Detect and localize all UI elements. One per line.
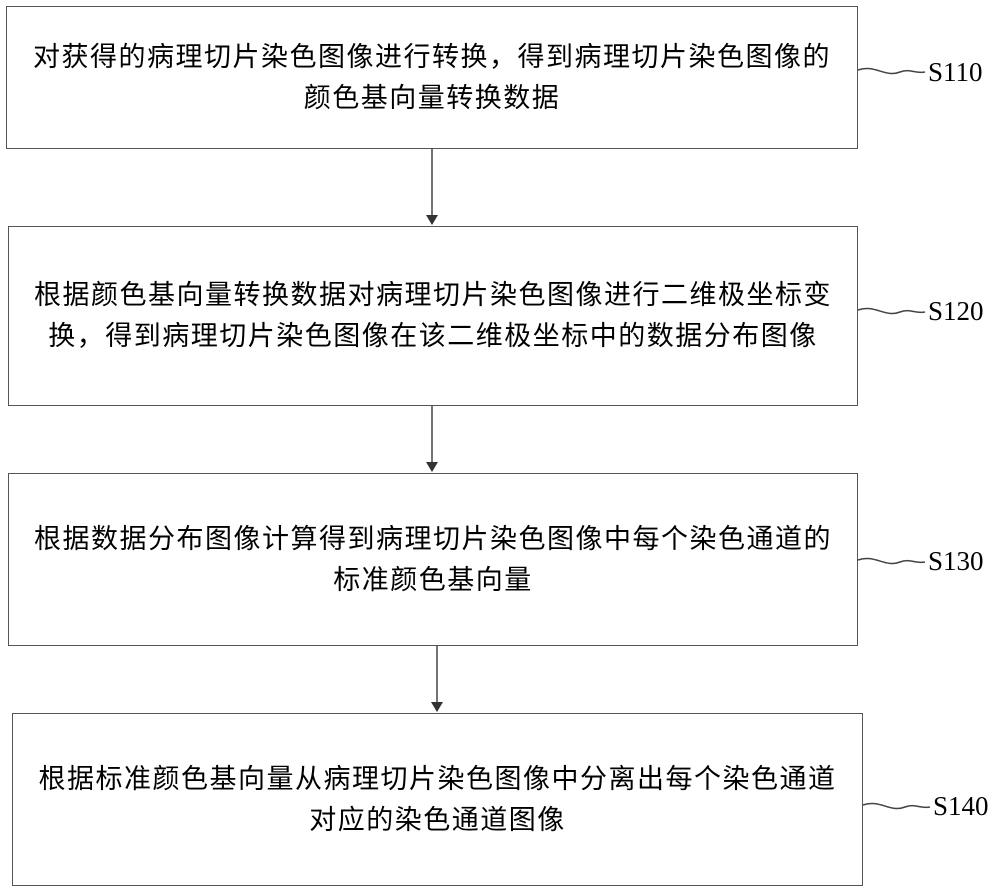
step-label-s120: S120 bbox=[928, 296, 984, 326]
step-text-s140: 根据标准颜色基向量从病理切片染色图像中分离出每个染色通道对应的染色通道图像 bbox=[38, 763, 837, 836]
leader-s140 bbox=[862, 802, 931, 810]
step-box-s120: 根据颜色基向量转换数据对病理切片染色图像进行二维极坐标变换，得到病理切片染色图像… bbox=[8, 226, 858, 406]
step-box-s110: 对获得的病理切片染色图像进行转换，得到病理切片染色图像的颜色基向量转换数据 bbox=[6, 6, 858, 149]
step-text-s110: 对获得的病理切片染色图像进行转换，得到病理切片染色图像的颜色基向量转换数据 bbox=[33, 41, 831, 114]
leader-s120 bbox=[857, 307, 926, 315]
step-box-s130: 根据数据分布图像计算得到病理切片染色图像中每个染色通道的标准颜色基向量 bbox=[8, 473, 858, 646]
step-label-s140: S140 bbox=[933, 791, 989, 821]
step-text-s130: 根据数据分布图像计算得到病理切片染色图像中每个染色通道的标准颜色基向量 bbox=[34, 523, 832, 596]
leader-s110 bbox=[857, 67, 926, 75]
step-label-s110: S110 bbox=[928, 57, 983, 87]
step-label-s130: S130 bbox=[928, 546, 984, 576]
step-box-s140: 根据标准颜色基向量从病理切片染色图像中分离出每个染色通道对应的染色通道图像 bbox=[12, 713, 863, 886]
step-text-s120: 根据颜色基向量转换数据对病理切片染色图像进行二维极坐标变换，得到病理切片染色图像… bbox=[34, 280, 832, 352]
leader-s130 bbox=[857, 557, 926, 565]
